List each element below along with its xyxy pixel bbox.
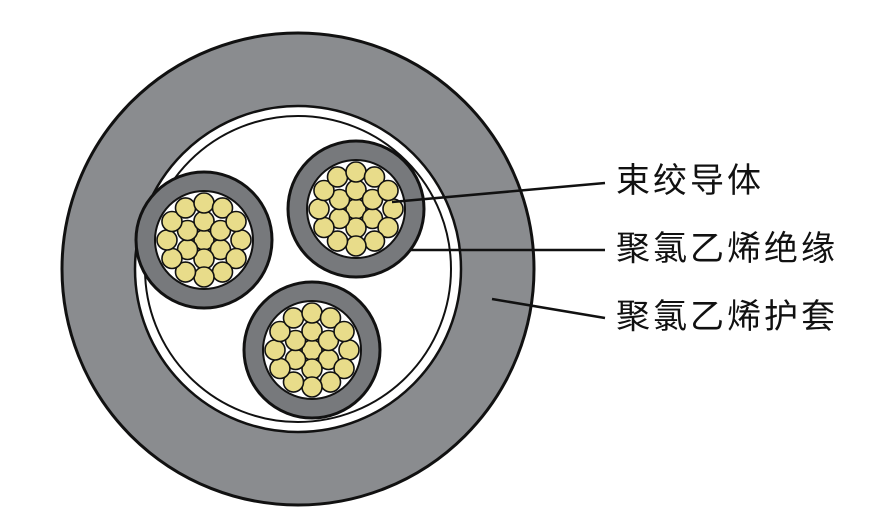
strand-wire	[301, 302, 323, 324]
strand-wire	[225, 210, 247, 233]
label-pvc-sheath: 聚氯乙烯护套	[616, 297, 838, 337]
strand-wire	[319, 307, 342, 329]
strand-wire	[313, 179, 335, 202]
strand-wire	[338, 339, 360, 361]
strand-wire	[230, 229, 252, 251]
strand-wire	[377, 216, 399, 239]
strand-wire	[326, 166, 349, 188]
strand-wire	[225, 247, 247, 270]
strand-wire	[156, 229, 178, 251]
strand-wire	[211, 197, 234, 219]
strand-wire	[377, 179, 399, 202]
strand-wire	[174, 197, 197, 219]
strand-wire	[282, 371, 305, 393]
strand-wire	[363, 230, 386, 252]
strand-wire	[193, 192, 215, 214]
strand-wire	[264, 339, 286, 361]
strand-wire	[333, 320, 355, 343]
leader-sheath	[491, 297, 606, 320]
strand-wire	[301, 376, 323, 398]
strand-wire	[161, 210, 183, 233]
strand-wire	[363, 166, 386, 188]
cable-body	[60, 31, 536, 507]
leader-lines	[391, 181, 606, 320]
strand-wire	[345, 161, 367, 183]
strand-wire	[345, 235, 367, 257]
label-bundled-conductor: 束绞导体	[616, 161, 764, 201]
strand-wire	[326, 230, 349, 252]
strand-wire	[319, 371, 342, 393]
strand-wire	[269, 357, 291, 380]
strand-wire	[282, 307, 305, 329]
strand-wire	[313, 216, 335, 239]
strand-wire	[174, 261, 197, 283]
strand-wire	[333, 357, 355, 380]
label-pvc-insulation: 聚氯乙烯绝缘	[616, 229, 838, 269]
strand-wire	[269, 320, 291, 343]
strand-wire	[211, 261, 234, 283]
leader-conductor	[391, 181, 606, 204]
strand-wire	[308, 198, 330, 220]
strand-wire	[161, 247, 183, 270]
strand-wire	[193, 266, 215, 288]
